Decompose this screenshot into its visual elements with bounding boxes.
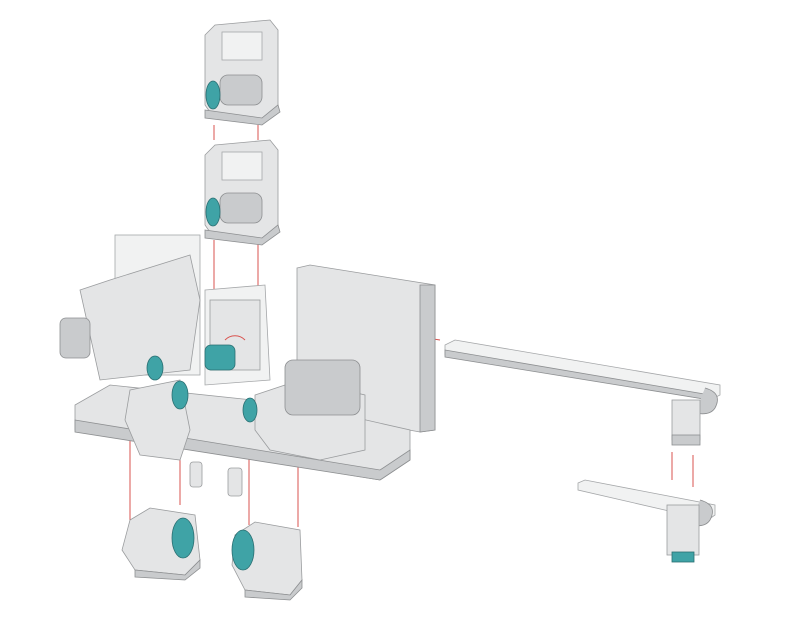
- left-spindle-unit: [121, 507, 201, 581]
- spindle-disc-icon: [205, 80, 221, 110]
- gripper-unit: [671, 399, 701, 446]
- clamp-parts: [189, 461, 243, 497]
- right-spindle-unit: [231, 521, 303, 601]
- spindle-disc-icon: [205, 197, 221, 227]
- lower-head-unit: [204, 139, 281, 246]
- right-spindle-assembly: [242, 359, 366, 461]
- loading-rail: [444, 339, 721, 415]
- left-spindle-assembly: [124, 379, 191, 461]
- upper-head-unit: [204, 19, 281, 126]
- lower-rail-assembly: [577, 479, 716, 563]
